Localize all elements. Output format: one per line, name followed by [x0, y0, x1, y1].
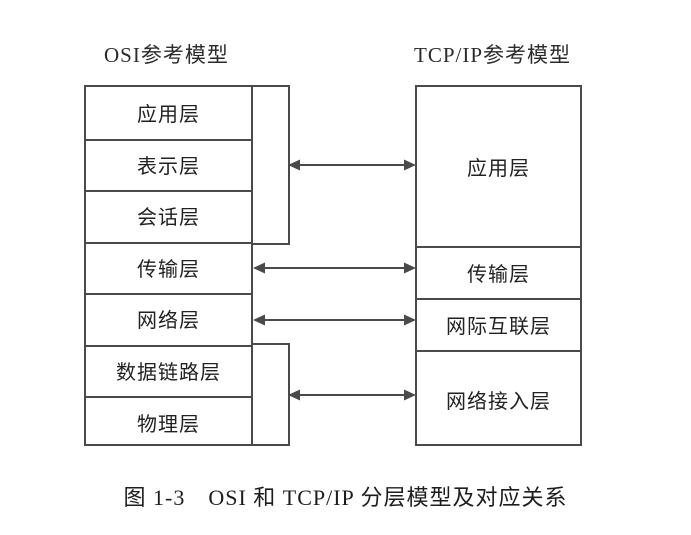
osi-divider-4 — [86, 293, 251, 295]
osi-divider-3 — [86, 241, 251, 244]
tcpip-layer-stack: 应用层 传输层 网际互联层 网络接入层 — [415, 85, 582, 446]
mapping-arrow-network — [253, 313, 416, 327]
osi-layer-physical: 物理层 — [86, 396, 251, 448]
tcpip-layer-transport: 传输层 — [417, 246, 580, 298]
mapping-arrow-network-access — [288, 388, 416, 402]
figure-caption: 图 1-3 OSI 和 TCP/IP 分层模型及对应关系 — [123, 485, 568, 510]
osi-layer-label: 会话层 — [137, 207, 200, 230]
osi-application-group-bracket — [253, 85, 290, 245]
osi-layer-network: 网络层 — [86, 293, 251, 345]
osi-layer-label: 表示层 — [137, 155, 200, 178]
tcpip-layer-label: 传输层 — [467, 263, 530, 286]
osi-layer-label: 传输层 — [137, 258, 200, 281]
tcpip-layer-application: 应用层 — [417, 87, 580, 246]
osi-divider-2 — [86, 190, 251, 192]
tcpip-layer-label: 应用层 — [467, 158, 530, 180]
osi-divider-6 — [86, 396, 251, 398]
osi-layer-datalink: 数据链路层 — [86, 345, 251, 397]
tcpip-divider-1 — [417, 246, 580, 248]
osi-layer-presentation: 表示层 — [86, 139, 251, 191]
osi-divider-1 — [86, 138, 251, 141]
mapping-arrow-transport — [253, 261, 416, 275]
osi-layer-transport: 传输层 — [86, 242, 251, 294]
tcpip-layer-label: 网际互联层 — [446, 315, 551, 338]
osi-layer-label: 应用层 — [137, 104, 200, 127]
tcpip-layer-label: 网络接入层 — [446, 390, 551, 413]
mapping-arrow-application — [288, 158, 416, 172]
osi-layer-label: 物理层 — [137, 413, 200, 436]
osi-network-access-group-bracket — [253, 343, 290, 446]
tcpip-divider-3 — [417, 350, 580, 352]
tcpip-model-title: TCP/IP参考模型 — [414, 43, 572, 67]
osi-divider-5 — [86, 344, 251, 347]
tcpip-divider-2 — [417, 298, 580, 300]
osi-layer-session: 会话层 — [86, 190, 251, 242]
osi-layer-label: 数据链路层 — [116, 361, 221, 384]
osi-layer-label: 网络层 — [137, 310, 200, 333]
tcpip-layer-network-access: 网络接入层 — [417, 350, 580, 448]
osi-layer-application: 应用层 — [86, 87, 251, 139]
osi-model-title: OSI参考模型 — [104, 43, 229, 67]
osi-layer-stack: 应用层 表示层 会话层 传输层 网络层 数据链路层 物理层 — [84, 85, 253, 446]
tcpip-layer-internet: 网际互联层 — [417, 298, 580, 350]
